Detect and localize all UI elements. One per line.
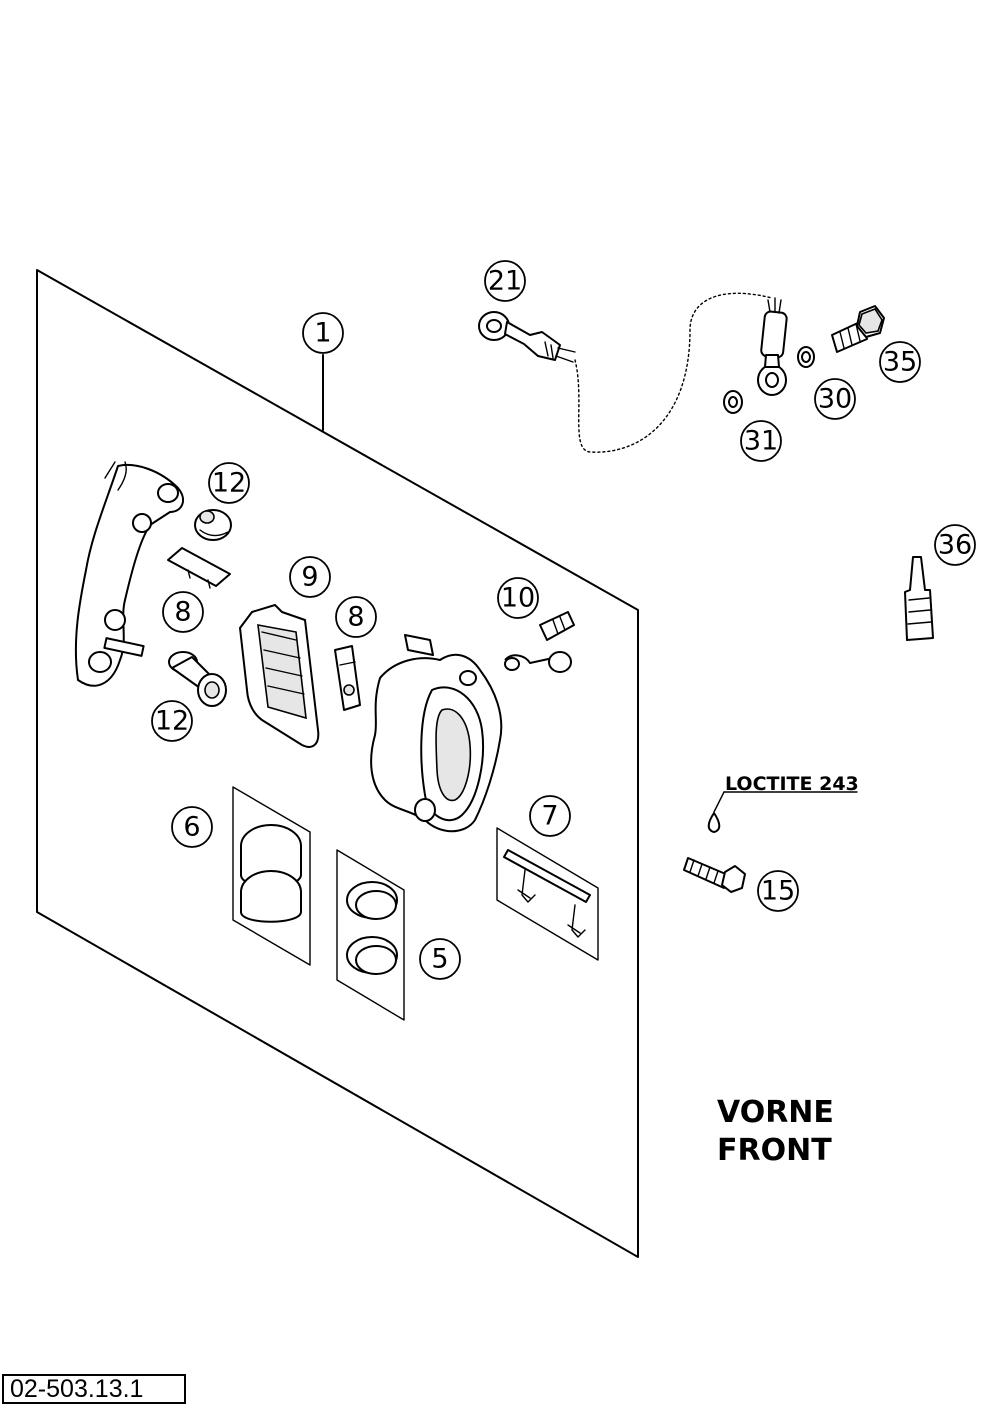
svg-text:12: 12 [155, 706, 189, 737]
reference-number: 02-503.13.1 [2, 1374, 186, 1404]
svg-text:6: 6 [183, 812, 200, 843]
callout-31: 31 [740, 420, 782, 462]
svg-text:8: 8 [174, 597, 191, 628]
callout-1: 1 [302, 312, 344, 354]
callout-8-right: 8 [335, 596, 377, 638]
callout-9: 9 [289, 556, 331, 598]
banjo-fitting-21 [478, 311, 576, 363]
rubber-boot-12 [194, 509, 232, 541]
guide-pin-12 [168, 651, 227, 707]
svg-text:15: 15 [761, 876, 795, 907]
brake-pad-9 [239, 604, 320, 748]
svg-text:7: 7 [541, 801, 558, 832]
banjo-bolt-35 [831, 305, 885, 353]
svg-text:21: 21 [488, 266, 522, 297]
loctite-leader [713, 791, 725, 813]
callout-36: 36 [934, 524, 976, 566]
svg-text:30: 30 [818, 384, 852, 415]
callout-5: 5 [419, 938, 461, 980]
pad-spring-clip [167, 547, 231, 589]
pin-and-clips-7 [496, 827, 599, 961]
svg-text:12: 12 [212, 468, 246, 499]
pad-retainer-8 [334, 645, 361, 711]
svg-text:5: 5 [431, 944, 448, 975]
callout-35: 35 [879, 341, 921, 383]
seal-set-5 [336, 849, 405, 1021]
banjo-fitting-upper [757, 297, 788, 396]
callout-12-top: 12 [208, 462, 250, 504]
callout-8-left: 8 [162, 591, 204, 633]
bleeder-valve-10 [504, 611, 575, 673]
title-vorne: VORNE [717, 1095, 834, 1130]
washer-30 [797, 346, 815, 368]
callout-10: 10 [497, 577, 539, 619]
caliper-bracket [74, 461, 185, 687]
svg-text:31: 31 [744, 426, 778, 457]
callout-12-bottom: 12 [151, 700, 193, 742]
callout-7: 7 [529, 795, 571, 837]
caliper-body [370, 634, 503, 833]
piston-set-6 [232, 786, 311, 966]
svg-text:35: 35 [883, 347, 917, 378]
brake-hose-dotted [574, 292, 773, 453]
callout-21: 21 [484, 260, 526, 302]
assembly-frame [36, 269, 639, 1258]
loctite-bottle-36 [904, 556, 934, 641]
callout-30: 30 [814, 378, 856, 420]
svg-text:10: 10 [501, 583, 535, 614]
svg-text:8: 8 [347, 602, 364, 633]
svg-text:1: 1 [314, 318, 331, 349]
loctite-label: LOCTITE 243 [725, 773, 859, 795]
title-front: FRONT [717, 1133, 832, 1168]
callout-6: 6 [171, 806, 213, 848]
svg-text:36: 36 [938, 530, 972, 561]
washer-31 [723, 390, 743, 414]
svg-text:9: 9 [301, 562, 318, 593]
mounting-bolt-15 [683, 812, 746, 893]
callout-15: 15 [757, 870, 799, 912]
